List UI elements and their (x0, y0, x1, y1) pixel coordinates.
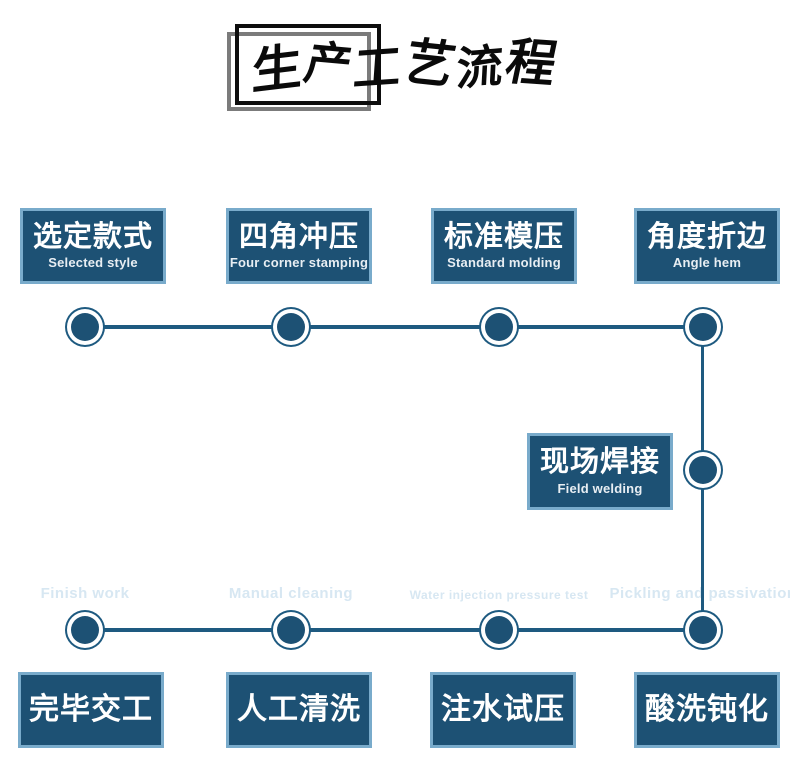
connector-line-bottom (85, 628, 703, 632)
step-label-zh: 选定款式 (32, 220, 153, 253)
step-box-four-corner-stamping: 四角冲压 Four corner stamping (226, 208, 372, 284)
step-box-finish-work: 完毕交工 (18, 672, 164, 748)
ghost-label-manual-cleaning: Manual cleaning (228, 585, 354, 602)
flow-dot-pickling (689, 616, 717, 644)
step-label-en: Angle hem (672, 255, 742, 271)
step-label-zh: 完毕交工 (29, 693, 153, 727)
page-title: 生产工艺流程 (251, 33, 565, 100)
title-frame-gray (227, 32, 371, 111)
ghost-label-finish-work: Finish work (40, 585, 130, 602)
flow-dot-selected-style (71, 313, 99, 341)
step-box-pickling: 酸洗钝化 (634, 672, 780, 748)
step-box-standard-molding: 标准模压 Standard molding (431, 208, 577, 284)
step-label-zh: 四角冲压 (238, 220, 359, 253)
flow-dot-angle-hem (689, 313, 717, 341)
step-label-zh: 角度折边 (646, 220, 767, 253)
step-label-zh: 现场焊接 (539, 446, 660, 479)
flow-dot-finish-work (71, 616, 99, 644)
step-box-selected-style: 选定款式 Selected style (20, 208, 166, 284)
flow-dot-field-welding (689, 456, 717, 484)
step-label-en: Four corner stamping (229, 255, 369, 271)
connector-line-top (85, 325, 703, 329)
step-box-field-welding: 现场焊接 Field welding (527, 433, 673, 510)
ghost-label-water-injection: Water injection pressure test (409, 588, 589, 602)
step-label-en: Field welding (557, 480, 643, 496)
step-box-manual-cleaning: 人工清洗 (226, 672, 372, 748)
step-label-zh: 人工清洗 (237, 693, 361, 727)
flow-dot-water-injection (485, 616, 513, 644)
flow-dot-standard-molding (485, 313, 513, 341)
step-box-water-injection: 注水试压 (430, 672, 576, 748)
title-frame-black (235, 24, 381, 105)
step-label-zh: 酸洗钝化 (645, 693, 769, 727)
step-label-en: Selected style (48, 255, 138, 271)
ghost-label-pickling: Pickling and passivation (609, 585, 790, 602)
flow-dot-four-corner-stamping (277, 313, 305, 341)
step-label-en: Standard molding (447, 255, 561, 271)
step-label-zh: 注水试压 (441, 693, 565, 727)
flow-dot-manual-cleaning (277, 616, 305, 644)
step-label-zh: 标准模压 (443, 220, 564, 253)
step-box-angle-hem: 角度折边 Angle hem (634, 208, 780, 284)
